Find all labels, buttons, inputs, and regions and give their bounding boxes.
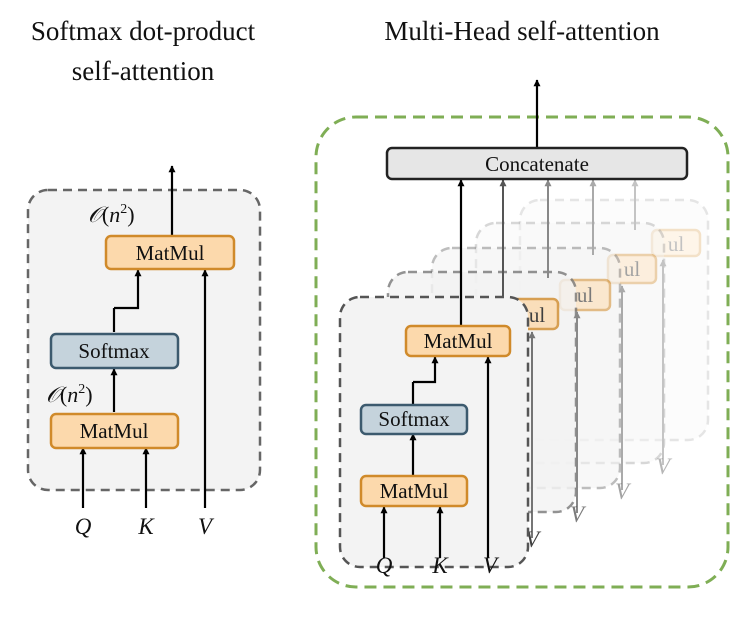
head-0-matmul-top-box (404, 324, 512, 358)
left-matmul-top-label: MatMul (136, 241, 205, 265)
right-diagram: Multi-Head self-attention ul ul ul ul (314, 16, 730, 589)
head-0-softmax-box (359, 403, 469, 436)
outer-dashed-boundary (314, 115, 730, 589)
left-complexity-bottom: 𝒪(n2) (46, 382, 93, 407)
head-1-label: ul (529, 303, 546, 327)
head-0-input-k: K (431, 553, 449, 578)
left-matmul-top-box (104, 234, 236, 271)
right-title: Multi-Head self-attention (384, 16, 660, 46)
head-4-matmul (650, 228, 702, 258)
head-0-softmax-label: Softmax (378, 407, 450, 431)
left-title-line2: self-attention (72, 56, 215, 86)
head-0-matmul-bottom-label: MatMul (380, 479, 449, 503)
head-0-softmax-to-matmul-arrow (413, 356, 439, 384)
head-4-input-v: V (656, 454, 673, 479)
left-title-line1: Softmax dot-product (31, 16, 256, 46)
head-4-label: ul (668, 232, 685, 256)
left-matmul-bottom-label: MatMul (80, 419, 149, 443)
left-input-q: Q (75, 514, 92, 539)
head-2-label: ul (577, 283, 594, 307)
left-softmax-to-matmul-arrow (114, 269, 142, 310)
head-2-input-v: V (570, 502, 587, 527)
left-complexity-top: 𝒪(n2) (88, 202, 135, 227)
left-softmax-box (49, 332, 180, 370)
left-diagram: Softmax dot-product self-attention MatMu… (26, 16, 262, 539)
left-matmul-bottom-box (49, 412, 180, 450)
left-input-v: V (198, 514, 215, 539)
head-0-input-v: V (483, 553, 500, 578)
left-softmax-label: Softmax (78, 339, 150, 363)
head-0-matmul-top-label: MatMul (424, 329, 493, 353)
head-3-input-v: V (615, 479, 632, 504)
concatenate-label: Concatenate (485, 152, 589, 176)
head-0-input-q: Q (376, 553, 393, 578)
head-3-label: ul (624, 257, 641, 281)
concatenate-box (385, 146, 689, 181)
head-0-matmul-bottom-box (359, 474, 469, 508)
left-input-k: K (137, 514, 155, 539)
